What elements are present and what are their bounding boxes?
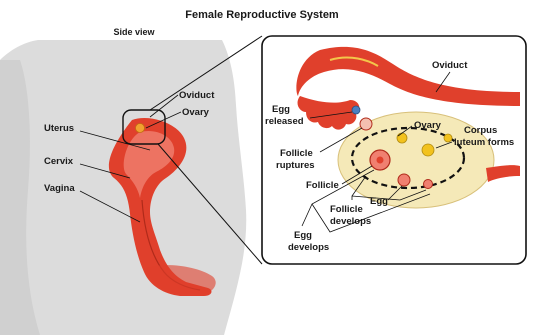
label-egg-released-1: Egg xyxy=(272,104,290,115)
label-follicle: Follicle xyxy=(306,180,339,191)
label-inset-oviduct: Oviduct xyxy=(432,60,468,71)
label-egg-released-2: released xyxy=(265,116,304,127)
side-ovary xyxy=(136,124,145,133)
label-follicle-develops-2: develops xyxy=(330,216,371,227)
label-side-uterus: Uterus xyxy=(44,123,74,134)
label-side-ovary: Ovary xyxy=(182,107,210,118)
label-side-oviduct: Oviduct xyxy=(179,90,215,101)
label-egg-develops-2: develops xyxy=(288,242,329,253)
diagram-subtitle: Side view xyxy=(113,27,155,37)
inset-corpus-luteum-2 xyxy=(422,144,434,156)
inset-corpus-luteum-1 xyxy=(397,133,407,143)
inset-egg-in-follicle xyxy=(377,157,384,164)
label-side-cervix: Cervix xyxy=(44,156,74,167)
inset-follicle-medium xyxy=(398,174,410,186)
label-follicle-ruptures-1: Follicle xyxy=(280,148,313,159)
inset-follicle-small xyxy=(424,180,433,189)
label-corpus-1: Corpus xyxy=(464,125,497,136)
label-egg-develops-1: Egg xyxy=(294,230,312,241)
inset-released-egg xyxy=(352,106,360,114)
label-inset-ovary: Ovary xyxy=(414,120,442,131)
label-follicle-develops-1: Follicle xyxy=(330,204,363,215)
label-corpus-2: luteum forms xyxy=(454,137,514,148)
label-follicle-ruptures-2: ruptures xyxy=(276,160,315,171)
diagram-title: Female Reproductive System xyxy=(185,9,339,21)
label-side-vagina: Vagina xyxy=(44,183,75,194)
inset-corpus-luteum-3 xyxy=(444,134,452,142)
